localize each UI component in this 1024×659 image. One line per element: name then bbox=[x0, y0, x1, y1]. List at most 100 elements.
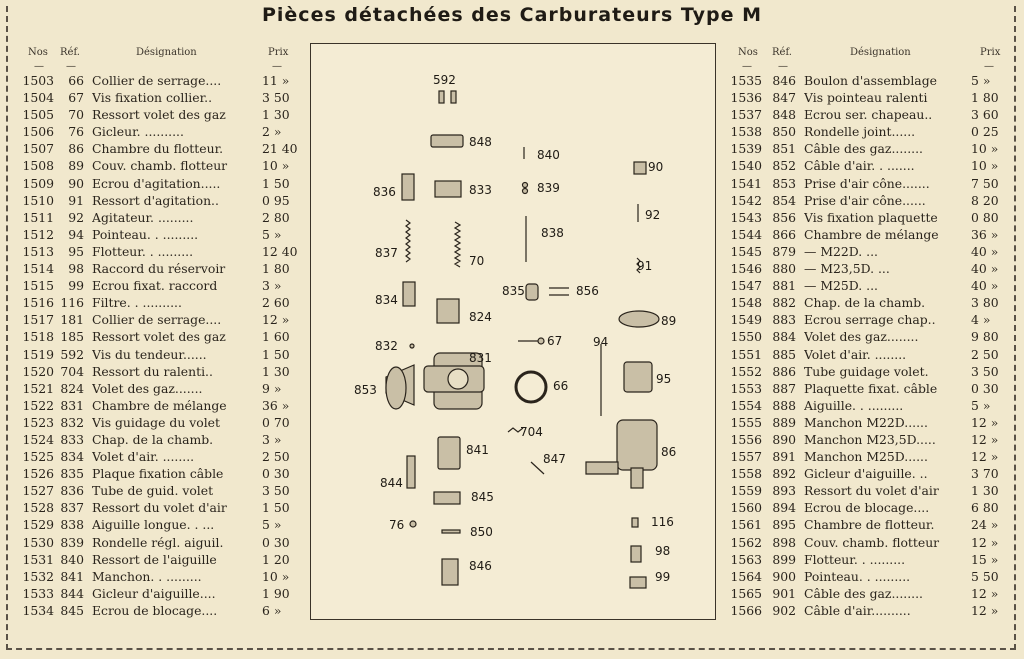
cell-price: 3 60 bbox=[971, 107, 999, 123]
cell-des: Collier de serrage.... bbox=[92, 73, 222, 88]
cell-ref: 846 bbox=[772, 73, 796, 88]
cell-des: Flotteur. . ......... bbox=[92, 243, 194, 259]
cell-des: Volet d'air. ........ bbox=[804, 346, 907, 362]
cell-no: 1551 bbox=[730, 346, 762, 362]
cell-price: 5 » bbox=[971, 73, 991, 88]
cell-ref: 91 bbox=[68, 192, 84, 208]
cell-ref: 181 bbox=[60, 312, 84, 328]
cell-ref: 86 bbox=[68, 141, 84, 157]
cell-price: 0 30 bbox=[262, 534, 290, 550]
cell-des: Manchon M22D...... bbox=[804, 414, 928, 430]
cell-no: 1520 bbox=[22, 363, 54, 379]
cell-des: — M22D. ... bbox=[804, 243, 878, 259]
cell-des: Prise d'air cône...... bbox=[804, 192, 926, 208]
cell-price: 0 25 bbox=[971, 124, 999, 140]
cell-price: 3 70 bbox=[971, 466, 999, 482]
cell-des: Collier de serrage.... bbox=[92, 312, 222, 328]
cell-des: Câble d'air.......... bbox=[804, 602, 911, 618]
part-label: 592 bbox=[433, 73, 456, 87]
cell-des: Boulon d'assemblage bbox=[804, 73, 937, 88]
cell-no: 1531 bbox=[22, 551, 54, 567]
cell-no: 1518 bbox=[22, 329, 54, 345]
part-label: 845 bbox=[471, 490, 494, 504]
cell-no: 1546 bbox=[730, 261, 762, 277]
cell-no: 1504 bbox=[22, 90, 54, 106]
cell-ref: 850 bbox=[772, 124, 796, 140]
cell-price: 12 » bbox=[971, 431, 999, 447]
cell-no: 1510 bbox=[22, 192, 54, 208]
cell-no: 1506 bbox=[22, 124, 54, 140]
part-label: 848 bbox=[469, 135, 492, 149]
cell-no: 1550 bbox=[730, 329, 762, 345]
cell-no: 1539 bbox=[730, 141, 762, 157]
cell-ref: 839 bbox=[60, 534, 84, 550]
cell-des: Plaquette fixat. câble bbox=[804, 380, 938, 396]
cell-des: Câble des gaz........ bbox=[804, 141, 923, 157]
cell-no: 1543 bbox=[730, 209, 762, 225]
cell-price: 0 30 bbox=[262, 466, 290, 482]
cell-des: Ressort du ralenti.. bbox=[92, 363, 213, 379]
cell-price: 10 » bbox=[971, 141, 999, 157]
cell-ref: 70 bbox=[68, 107, 84, 123]
cell-price: 1 30 bbox=[262, 107, 290, 123]
cell-des: Gicleur d'aiguille.... bbox=[92, 585, 216, 601]
cell-ref: 891 bbox=[772, 449, 796, 465]
cell-no: 1556 bbox=[730, 431, 762, 447]
cell-price: 40 » bbox=[971, 243, 999, 259]
cell-des: Chambre de mélange bbox=[92, 397, 227, 413]
cell-ref: 837 bbox=[60, 500, 84, 516]
cell-des: Ressort de l'aiguille bbox=[92, 551, 217, 567]
cell-no: 1532 bbox=[22, 568, 54, 584]
part-label: 66 bbox=[553, 379, 568, 393]
part-label: 850 bbox=[470, 525, 493, 539]
cell-des: Chap. de la chamb. bbox=[92, 431, 214, 447]
cell-price: 6 80 bbox=[971, 500, 999, 516]
cell-price: 15 » bbox=[971, 551, 999, 567]
cell-price: 40 » bbox=[971, 261, 999, 277]
cell-price: 10 » bbox=[262, 568, 290, 584]
part-label: 840 bbox=[537, 148, 560, 162]
column-header-price: Prix bbox=[268, 47, 289, 58]
cell-ref: 92 bbox=[68, 209, 84, 225]
part-label: 837 bbox=[375, 246, 398, 260]
cell-price: 36 » bbox=[262, 397, 290, 413]
part-label: 116 bbox=[651, 515, 674, 529]
cell-no: 1560 bbox=[730, 500, 762, 516]
column-header-ref: Réf. bbox=[60, 47, 80, 58]
cell-des: Gicleur. .......... bbox=[92, 124, 184, 140]
cell-ref: 853 bbox=[772, 175, 796, 191]
cell-price: 12 » bbox=[971, 534, 999, 550]
cell-price: 3 » bbox=[262, 278, 282, 294]
part-label: 824 bbox=[469, 310, 492, 324]
cell-no: 1503 bbox=[22, 73, 54, 88]
part-label: 846 bbox=[469, 559, 492, 573]
cell-no: 1515 bbox=[22, 278, 54, 294]
part-label: 836 bbox=[373, 185, 396, 199]
cell-ref: 847 bbox=[772, 90, 796, 106]
cell-no: 1526 bbox=[22, 466, 54, 482]
column-header-price: Prix bbox=[980, 47, 1001, 58]
cell-price: 1 50 bbox=[262, 346, 290, 362]
cell-no: 1525 bbox=[22, 449, 54, 465]
cell-ref: 98 bbox=[68, 261, 84, 277]
cell-no: 1557 bbox=[730, 449, 762, 465]
cell-ref: 99 bbox=[68, 278, 84, 294]
